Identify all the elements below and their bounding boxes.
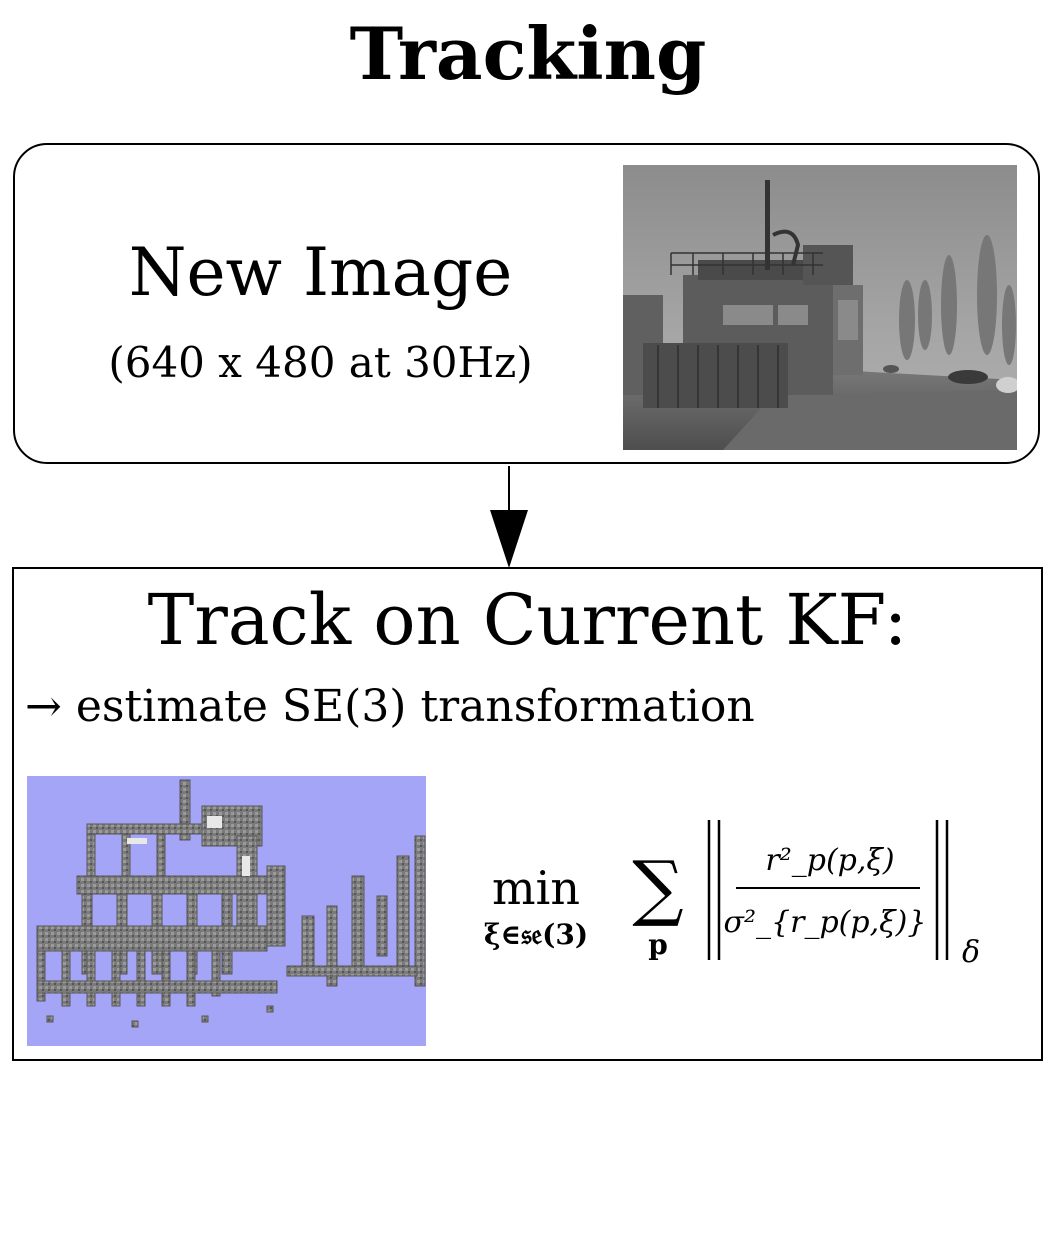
sum-subscript: p bbox=[648, 928, 668, 961]
min-operator: min bbox=[492, 861, 580, 915]
page-title: Tracking bbox=[349, 11, 707, 96]
fraction-numerator: r²_p(p,ξ) bbox=[765, 843, 894, 878]
fraction-denominator: σ²_{r_p(p,ξ)} bbox=[724, 905, 927, 940]
down-arrow-icon bbox=[490, 466, 528, 568]
new-image-box bbox=[13, 143, 1040, 464]
grayscale-photo-icon bbox=[623, 165, 1017, 450]
depth-map-icon bbox=[27, 776, 426, 1046]
min-subscript: ξ∈𝔰𝔢(3) bbox=[484, 918, 588, 951]
estimate-line: → estimate SE(3) transformation bbox=[25, 681, 755, 732]
new-image-label: New Image bbox=[128, 234, 513, 311]
norm-subscript: δ bbox=[962, 935, 980, 970]
new-image-resolution: (640 x 480 at 30Hz) bbox=[108, 338, 533, 387]
track-heading: Track on Current KF: bbox=[147, 579, 908, 661]
tracking-box bbox=[12, 567, 1043, 1061]
sum-symbol: ∑ bbox=[632, 845, 683, 929]
energy-formula: min ξ∈𝔰𝔢(3) ∑ p r²_p(p,ξ) σ²_{r_p(p,ξ)} … bbox=[484, 820, 980, 970]
